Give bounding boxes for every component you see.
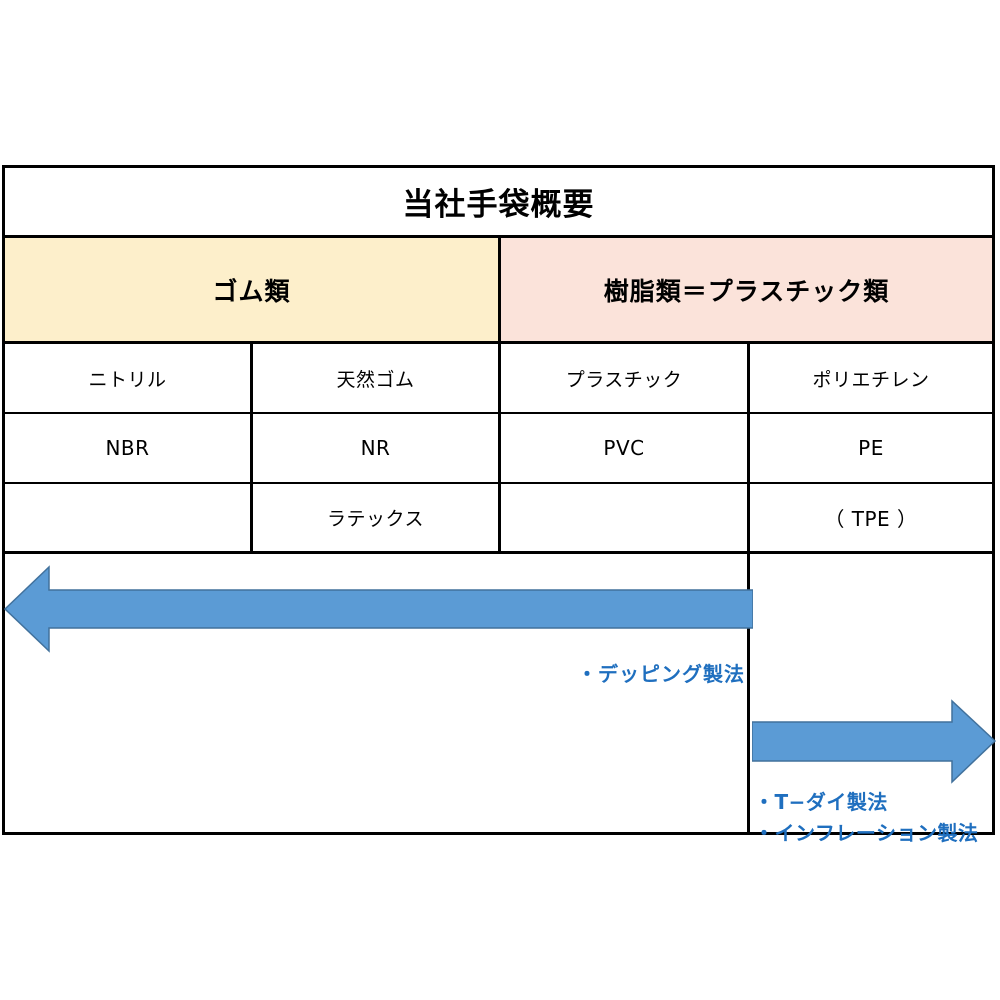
material-abbr-3: PE xyxy=(858,436,884,460)
table-cell-extra-nitrile xyxy=(5,484,253,551)
table-cell-abbr-nbr: NBR xyxy=(5,414,253,482)
table-cell-abbr-nr: NR xyxy=(253,414,501,482)
category-label-rubber: ゴム類 xyxy=(212,276,291,306)
category-band: ゴム類 樹脂類＝プラスチック類 xyxy=(5,238,992,344)
table-cell-extra-latex: ラテックス xyxy=(253,484,501,551)
material-extra-3: （ TPE ） xyxy=(824,507,918,531)
material-abbr-row: NBR NR PVC PE xyxy=(5,414,992,484)
material-name-3: ポリエチレン xyxy=(812,368,930,391)
t-die-process-label: ・T−ダイ製法 xyxy=(754,790,888,814)
extrusion-arrow xyxy=(752,699,997,784)
material-abbr-0: NBR xyxy=(105,436,150,460)
dipping-process-label: ・デッピング製法 xyxy=(577,662,745,686)
left-arrow-shape xyxy=(3,565,753,653)
table-cell-name-nitrile: ニトリル xyxy=(5,344,253,412)
table-cell-extra-tpe: （ TPE ） xyxy=(750,484,992,551)
table-cell-name-polyethylene: ポリエチレン xyxy=(750,344,992,412)
glove-overview-diagram: 当社手袋概要 ゴム類 樹脂類＝プラスチック類 ニトリル 天然ゴム プラスチック … xyxy=(2,165,997,845)
material-name-0: ニトリル xyxy=(88,368,167,391)
material-name-row: ニトリル 天然ゴム プラスチック ポリエチレン xyxy=(5,344,992,414)
process-region-rubber: ・デッピング製法 xyxy=(3,554,753,832)
table-cell-abbr-pe: PE xyxy=(750,414,992,482)
process-region: ・デッピング製法 ・T−ダイ製法 ・インフレーション製法 xyxy=(3,554,997,845)
page-title: 当社手袋概要 xyxy=(402,187,595,223)
material-abbr-2: PVC xyxy=(603,436,645,460)
table-cell-name-natural-rubber: 天然ゴム xyxy=(253,344,501,412)
inflation-process-label: ・インフレーション製法 xyxy=(754,821,979,845)
table-cell-abbr-pvc: PVC xyxy=(501,414,750,482)
category-cell-rubber: ゴム類 xyxy=(5,238,501,341)
category-label-resin: 樹脂類＝プラスチック類 xyxy=(603,276,890,306)
dipping-arrow xyxy=(3,564,753,654)
material-name-2: プラスチック xyxy=(565,368,683,391)
category-cell-resin: 樹脂類＝プラスチック類 xyxy=(501,238,992,341)
table-cell-extra-plastic xyxy=(501,484,750,551)
right-arrow-shape xyxy=(752,699,997,784)
process-region-resin: ・T−ダイ製法 ・インフレーション製法 xyxy=(750,554,997,845)
material-abbr-1: NR xyxy=(360,436,391,460)
table-cell-name-plastic: プラスチック xyxy=(501,344,750,412)
material-extra-1: ラテックス xyxy=(327,508,424,530)
material-name-1: 天然ゴム xyxy=(336,368,415,391)
material-extra-row: ラテックス （ TPE ） xyxy=(5,484,992,554)
diagram-title-row: 当社手袋概要 xyxy=(5,168,992,238)
